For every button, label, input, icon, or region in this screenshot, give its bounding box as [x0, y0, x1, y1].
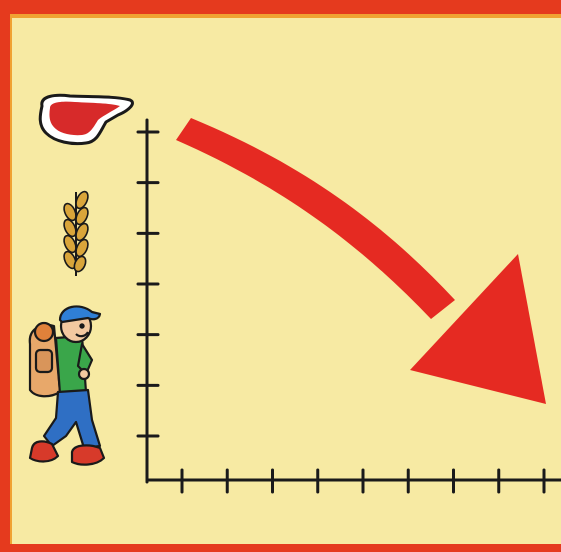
hiker-icon [30, 306, 104, 464]
wheat-icon [62, 190, 91, 276]
steak-icon [40, 95, 132, 143]
arrow-shaft [176, 118, 455, 319]
downward-trend-arrow [176, 118, 546, 404]
